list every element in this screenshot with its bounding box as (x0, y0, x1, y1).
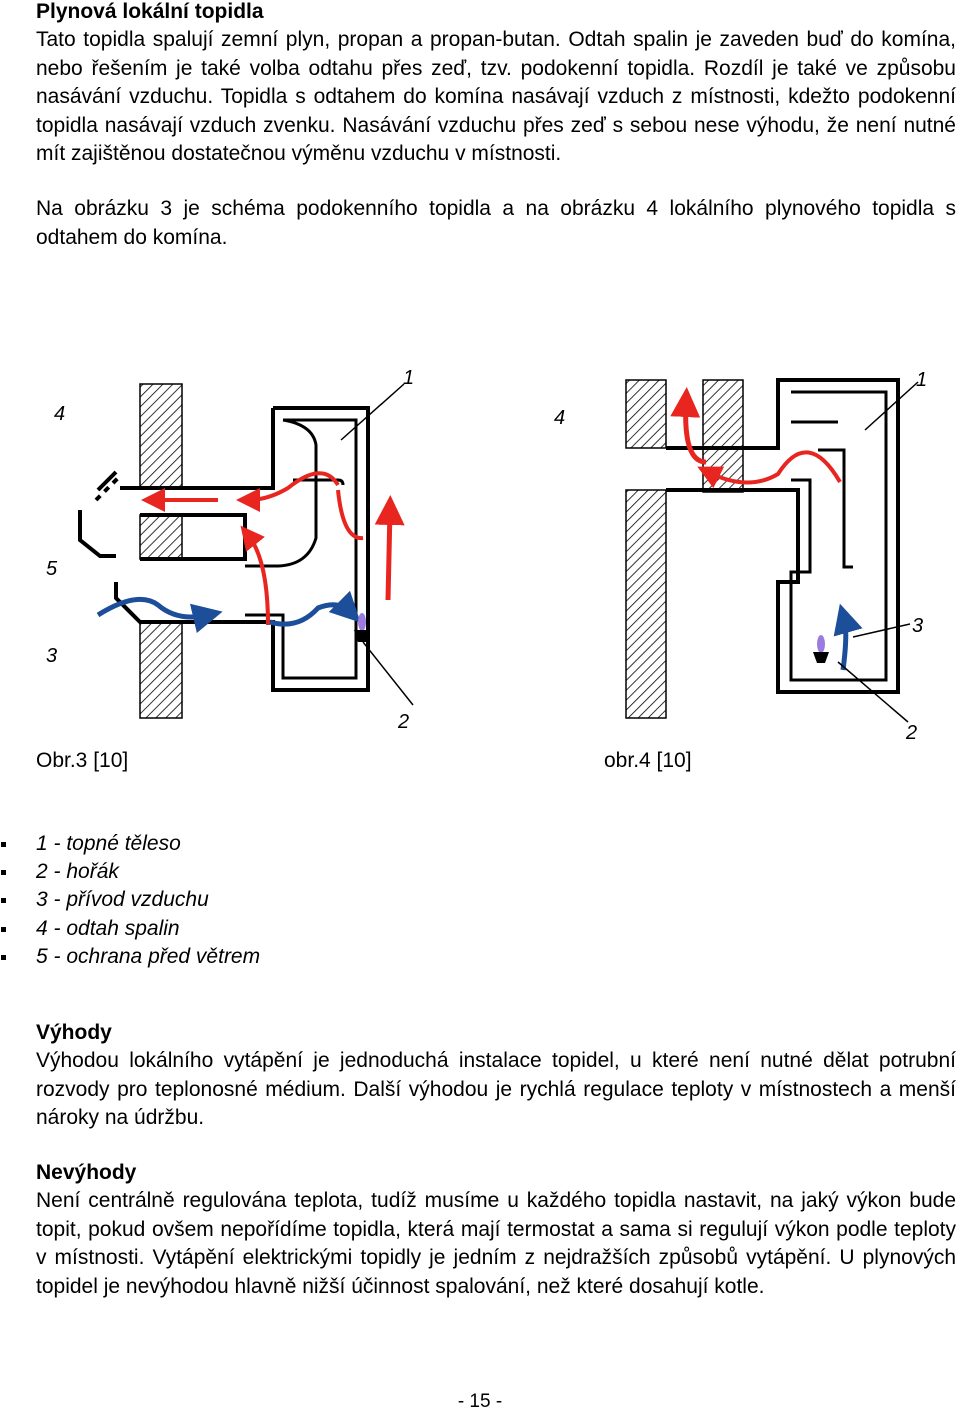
legend-item: 2 - hořák (0, 858, 260, 886)
wall-hatch-top (139, 383, 183, 489)
intake-arrow (96, 596, 223, 634)
figure-3-label-3: 3 (46, 645, 57, 667)
advantages-paragraph: Výhodou lokálního vytápění je jednoduchá… (36, 1049, 956, 1129)
figure-4-caption: obr.4 [10] (604, 749, 692, 772)
heater-body-outer (96, 406, 370, 692)
bullet-icon (1, 954, 6, 960)
exhaust-arrow-2 (670, 387, 707, 465)
figure-3-label-4: 4 (54, 403, 65, 425)
figures-reference-paragraph: Na obrázku 3 je schéma podokenního topid… (36, 197, 956, 249)
figure-4-label-1: 1 (916, 369, 927, 391)
chimney-wall-bottom (625, 489, 667, 719)
legend-item: 1 - topné těleso (0, 830, 260, 858)
exhaust-arrow-1 (236, 471, 340, 512)
figure-4-label-2: 2 (905, 722, 917, 744)
wind-guard (94, 476, 120, 502)
exhaust-arrow-1 (697, 450, 842, 489)
page-number: - 15 - (457, 1391, 503, 1412)
section-title: Plynová lokální topidla (36, 0, 264, 23)
figure-4-label-4: 4 (554, 407, 565, 429)
exhaust-arrow-4 (240, 525, 270, 626)
bullet-icon (1, 842, 6, 847)
legend-item: 5 - ochrana před větrem (0, 943, 260, 971)
bullet-icon (1, 898, 6, 904)
advantages-heading: Výhody (36, 1021, 112, 1044)
intake-arrow (833, 603, 863, 671)
exhaust-arrow-3 (336, 489, 364, 541)
figure-3-caption: Obr.3 [10] (36, 749, 129, 772)
wind-guard-lower (78, 510, 116, 558)
legend-item-text: 3 - přívod vzduchu (36, 888, 209, 912)
exhaust-arrow-5 (374, 495, 405, 601)
wall-hatch-middle (139, 514, 183, 560)
flame (358, 613, 366, 631)
heater-body-inner (245, 418, 358, 680)
intake-arrow-2 (269, 590, 361, 627)
bullet-icon (1, 870, 6, 876)
flue-duct-inner (818, 448, 853, 569)
flue-duct-inner-2 (293, 478, 345, 486)
legend-list: 1 - topné těleso 2 - hořák 3 - přívod vz… (0, 830, 260, 971)
legend-item-text: 4 - odtah spalin (36, 916, 180, 940)
wall-hatch-bottom (139, 621, 183, 719)
burner (813, 652, 829, 663)
burner (354, 630, 370, 642)
legend-item-text: 1 - topné těleso (36, 832, 181, 855)
flame (817, 635, 825, 653)
disadvantages-paragraph: Není centrálně regulována teplota, tudíž… (36, 1189, 956, 1298)
chimney-wall-top (625, 379, 667, 449)
legend-item: 3 - přívod vzduchu (0, 886, 260, 914)
figure-4-label-3: 3 (912, 615, 923, 637)
intro-paragraph: Tato topidla spalují zemní plyn, propan … (36, 28, 956, 165)
figure-3-label-2: 2 (397, 711, 409, 733)
heater-body-outer (666, 378, 900, 694)
figure-4-diagram: 1 4 3 2 (548, 362, 940, 744)
figure-3-label-1: 1 (403, 367, 414, 389)
figure-3-label-5: 5 (46, 558, 58, 580)
flue-duct-inner (245, 418, 318, 568)
legend-item-text: 5 - ochrana před větrem (36, 944, 261, 968)
heater-body-inner (789, 390, 888, 682)
flue-wall (702, 379, 744, 493)
legend-item-text: 2 - hořák (36, 860, 119, 884)
disadvantages-heading: Nevýhody (36, 1161, 137, 1184)
legend-item: 4 - odtah spalin (0, 915, 260, 943)
figure-3-diagram: 1 4 5 3 2 (38, 360, 428, 740)
bullet-icon (1, 926, 6, 932)
